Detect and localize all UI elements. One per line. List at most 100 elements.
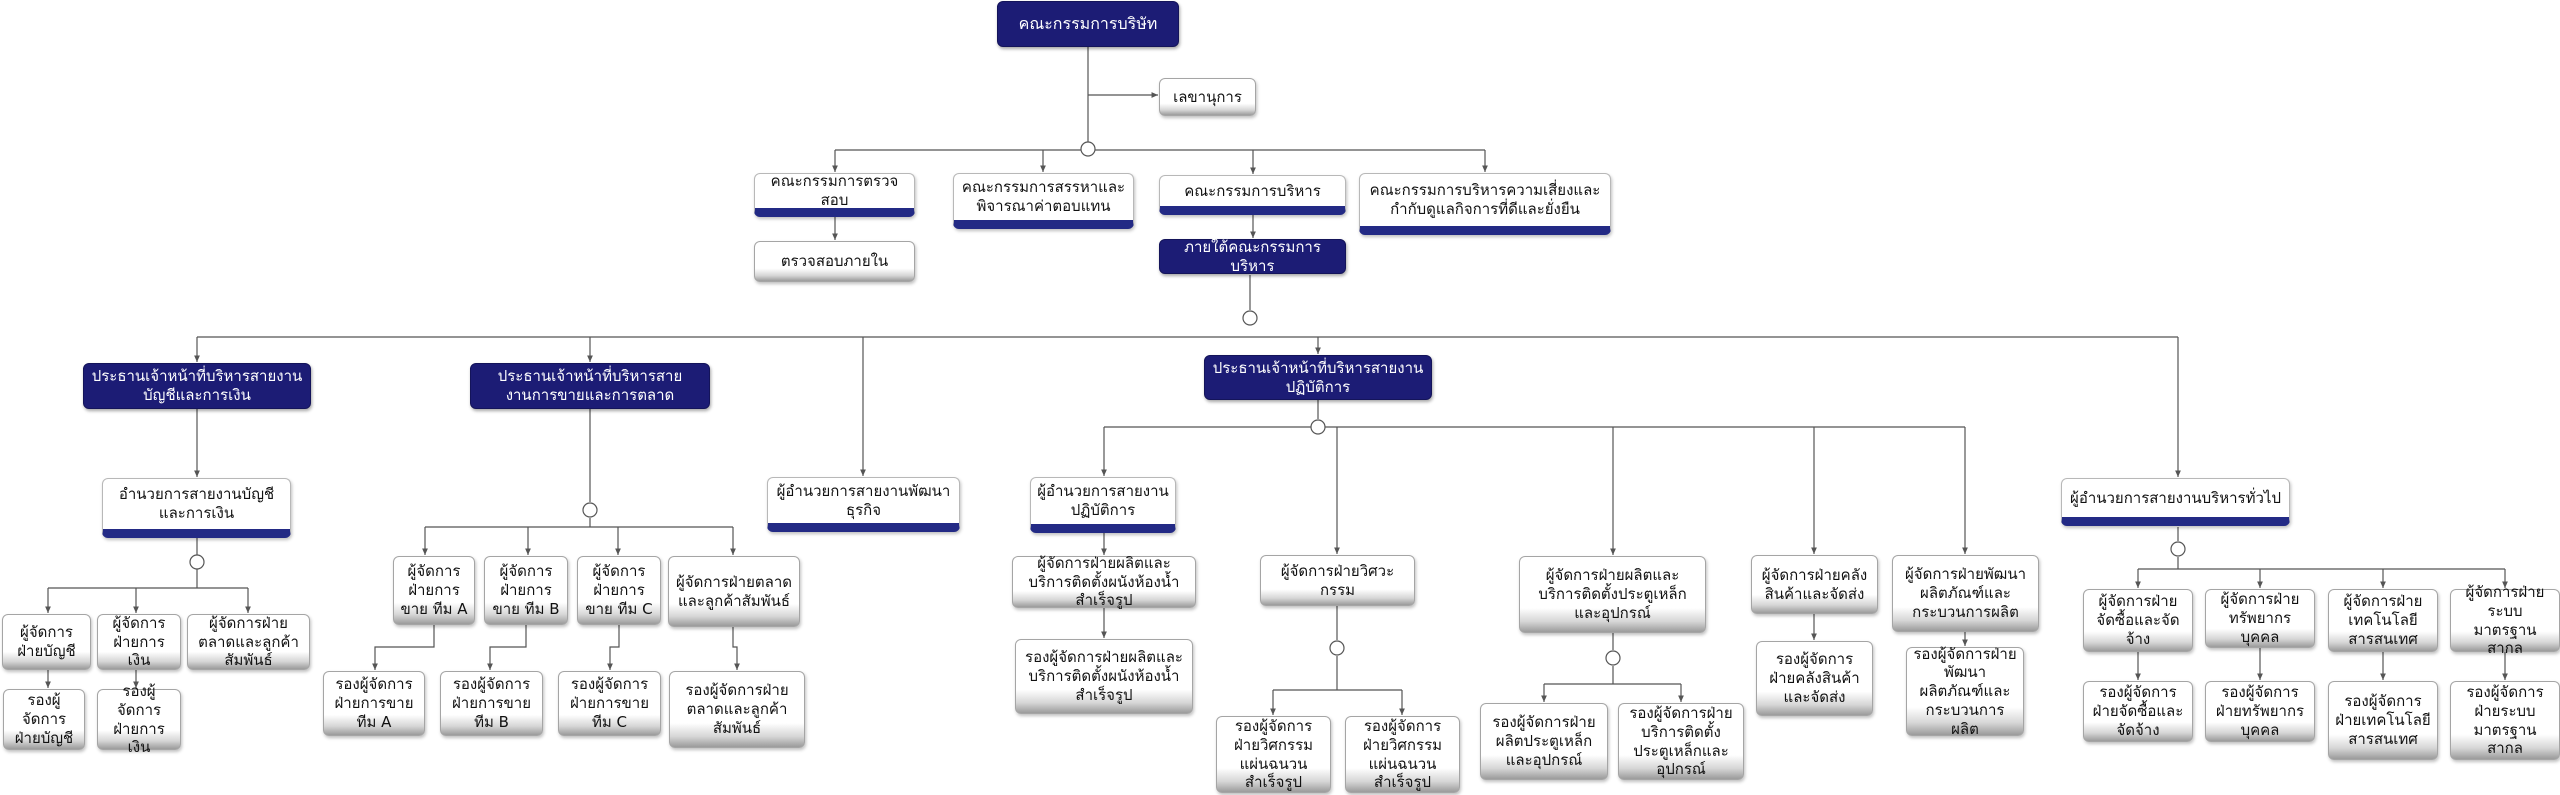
iso-deputy-label: รองผู้จัดการฝ่ายระบบมาตรฐานสากล	[2466, 683, 2544, 758]
audit-committee-label: คณะกรรมการตรวจสอบ	[770, 172, 899, 209]
sales-team-b-manager-label: ผู้จัดการฝ่ายการขาย ทีม B	[492, 562, 560, 618]
finance-director-box[interactable]: อำนวยการสายงานบัญชีและการเงิน	[102, 478, 291, 538]
junction-node	[1605, 650, 1621, 666]
accounting-deputy-label: รองผู้จัดการฝ่ายบัญชี	[14, 691, 74, 747]
sales-team-a-manager-label: ผู้จัดการฝ่ายการขาย ทีม A	[400, 562, 468, 618]
bathroom-wall-deputy-box[interactable]: รองผู้จัดการฝ่ายผลิตและบริการติดตั้งผนัง…	[1015, 639, 1193, 714]
warehouse-deputy-box[interactable]: รองผู้จัดการฝ่ายคลังสินค้าและจัดส่ง	[1756, 641, 1873, 716]
marketing-deputy-label: รองผู้จัดการฝ่ายตลาดและลูกค้าสัมพันธ์	[685, 681, 789, 737]
board-of-directors-box[interactable]: คณะกรรมการบริษัท	[997, 1, 1179, 47]
procurement-deputy-box[interactable]: รองผู้จัดการฝ่ายจัดซื้อและจัดจ้าง	[2083, 681, 2193, 742]
coo-label: ประธานเจ้าหน้าที่บริหารสายงานปฏิบัติการ	[1212, 358, 1424, 396]
hr-deputy-label: รองผู้จัดการฝ่ายทรัพยากรบุคคล	[2215, 683, 2305, 739]
cfo-box[interactable]: ประธานเจ้าหน้าที่บริหารสายงานบัญชีและการ…	[83, 363, 311, 409]
junction-node	[582, 502, 598, 518]
general-admin-director-label: ผู้อำนวยการสายงานบริหารทั่วไป	[2070, 488, 2281, 507]
secretary-label: เลขานุการ	[1173, 87, 1242, 106]
finance-deputy-box[interactable]: รองผู้จัดการฝ่ายการเงิน	[97, 682, 181, 756]
steel-door-production-deputy-label: รองผู้จัดการฝ่ายผลิตประตูเหล็กและอุปกรณ์	[1492, 713, 1596, 769]
internal-audit-box[interactable]: ตรวจสอบภายใน	[754, 241, 915, 282]
sales-team-b-deputy-box[interactable]: รองผู้จัดการฝ่ายการขาย ทีม B	[440, 671, 543, 736]
junction-node	[1080, 141, 1096, 157]
hr-manager-box[interactable]: ผู้จัดการฝ่ายทรัพยากรบุคคล	[2205, 589, 2315, 648]
warehouse-manager-label: ผู้จัดการฝ่ายคลังสินค้าและจัดส่ง	[1761, 565, 1868, 603]
procurement-deputy-label: รองผู้จัดการฝ่ายจัดซื้อและจัดจ้าง	[2092, 683, 2184, 739]
hr-deputy-box[interactable]: รองผู้จัดการฝ่ายทรัพยากรบุคคล	[2205, 681, 2315, 742]
iso-manager-box[interactable]: ผู้จัดการฝ่ายระบบมาตรฐานสากล	[2450, 583, 2560, 657]
engineering-manager-box[interactable]: ผู้จัดการฝ่ายวิศวะกรรม	[1260, 555, 1415, 606]
finance-director-label: อำนวยการสายงานบัญชีและการเงิน	[118, 485, 275, 522]
it-deputy-box[interactable]: รองผู้จัดการฝ่ายเทคโนโลยีสารสนเทศ	[2328, 681, 2438, 760]
accounting-deputy-box[interactable]: รองผู้จัดการฝ่ายบัญชี	[3, 689, 85, 750]
crm-manager-finance-box[interactable]: ผู้จัดการฝ่ายตลาดและลูกค้าสัมพันธ์	[187, 614, 310, 670]
accounting-manager-box[interactable]: ผู้จัดการฝ่ายบัญชี	[2, 614, 91, 670]
cfo-label: ประธานเจ้าหน้าที่บริหารสายงานบัญชีและการ…	[91, 367, 303, 404]
nomination-committee-box[interactable]: คณะกรรมการสรรหาและพิจารณาค่าตอบแทน	[953, 173, 1134, 229]
nomination-committee-label: คณะกรรมการสรรหาและพิจารณาค่าตอบแทน	[961, 178, 1126, 215]
it-deputy-label: รองผู้จัดการฝ่ายเทคโนโลยีสารสนเทศ	[2335, 692, 2431, 748]
warehouse-manager-box[interactable]: ผู้จัดการฝ่ายคลังสินค้าและจัดส่ง	[1751, 555, 1878, 614]
sales-team-c-manager-box[interactable]: ผู้จัดการฝ่ายการขาย ทีม C	[577, 556, 661, 625]
finance-manager-box[interactable]: ผู้จัดการฝ่ายการเงิน	[97, 614, 181, 670]
general-admin-director-box[interactable]: ผู้อำนวยการสายงานบริหารทั่วไป	[2061, 478, 2290, 526]
risk-committee-box[interactable]: คณะกรรมการบริหารความเสี่ยงและกำกับดูแลกิ…	[1359, 173, 1611, 235]
steel-door-manager-box[interactable]: ผู้จัดการฝ่ายผลิตและบริการติดตั้งประตูเห…	[1519, 556, 1706, 633]
it-manager-label: ผู้จัดการฝ่ายเทคโนโลยีสารสนเทศ	[2343, 592, 2423, 648]
bathroom-wall-manager-label: ผู้จัดการฝ่ายผลิตและบริการติดตั้งผนังห้อ…	[1028, 553, 1180, 610]
risk-committee-label: คณะกรรมการบริหารความเสี่ยงและกำกับดูแลกิ…	[1369, 181, 1601, 218]
steel-door-manager-label: ผู้จัดการฝ่ายผลิตและบริการติดตั้งประตูเห…	[1538, 566, 1687, 622]
steel-door-installation-deputy-box[interactable]: รองผู้จัดการฝ่ายบริการติดตั้งประตูเหล็กแ…	[1618, 703, 1744, 780]
product-development-manager-box[interactable]: ผู้จัดการฝ่ายพัฒนาผลิตภัณฑ์และกระบวนการผ…	[1892, 555, 2039, 632]
engineering-deputy-2-label: รองผู้จัดการฝ่ายวิศกรรมแผ่นฉนวนสำเร็จรูป	[1362, 717, 1443, 792]
cso-box[interactable]: ประธานเจ้าหน้าที่บริหารสายงานการขายและกา…	[470, 363, 710, 409]
steel-door-production-deputy-box[interactable]: รองผู้จัดการฝ่ายผลิตประตูเหล็กและอุปกรณ์	[1480, 703, 1608, 780]
bathroom-wall-manager-box[interactable]: ผู้จัดการฝ่ายผลิตและบริการติดตั้งผนังห้อ…	[1012, 553, 1196, 610]
finance-manager-label: ผู้จัดการฝ่ายการเงิน	[112, 613, 166, 670]
marketing-manager-box[interactable]: ผู้จัดการฝ่ายตลาดและลูกค้าสัมพันธ์	[668, 556, 800, 627]
sales-team-a-manager-box[interactable]: ผู้จัดการฝ่ายการขาย ทีม A	[393, 556, 475, 625]
sales-team-c-deputy-label: รองผู้จัดการฝ่ายการขาย ทีม C	[569, 675, 650, 731]
product-development-manager-label: ผู้จัดการฝ่ายพัฒนาผลิตภัณฑ์และกระบวนการผ…	[1905, 565, 2026, 621]
executive-committee-box[interactable]: คณะกรรมการบริหาร	[1159, 175, 1346, 215]
engineering-deputy-1-label: รองผู้จัดการฝ่ายวิศกรรมแผ่นฉนวนสำเร็จรูป	[1233, 717, 1314, 792]
operations-director-box[interactable]: ผู้อำนวยการสายงานปฏิบัติการ	[1030, 477, 1176, 533]
procurement-manager-label: ผู้จัดการฝ่ายจัดซื้อและจัดจ้าง	[2096, 592, 2180, 648]
sales-team-c-manager-label: ผู้จัดการฝ่ายการขาย ทีม C	[585, 562, 653, 618]
junction-node	[189, 554, 205, 570]
operations-director-label: ผู้อำนวยการสายงานปฏิบัติการ	[1037, 482, 1169, 519]
business-development-director-label: ผู้อำนวยการสายงานพัฒนาธุรกิจ	[776, 481, 951, 519]
executive-committee-label: คณะกรรมการบริหาร	[1184, 181, 1321, 200]
steel-door-installation-deputy-label: รองผู้จัดการฝ่ายบริการติดตั้งประตูเหล็กแ…	[1629, 704, 1733, 779]
sales-team-a-deputy-box[interactable]: รองผู้จัดการฝ่ายการขาย ทีม A	[323, 671, 425, 736]
sales-team-c-deputy-box[interactable]: รองผู้จัดการฝ่ายการขาย ทีม C	[558, 671, 661, 736]
under-executive-committee-box[interactable]: ภายใต้คณะกรรมการบริหาร	[1159, 238, 1346, 275]
secretary-box[interactable]: เลขานุการ	[1159, 78, 1256, 116]
junction-node	[2170, 541, 2186, 557]
procurement-manager-box[interactable]: ผู้จัดการฝ่ายจัดซื้อและจัดจ้าง	[2083, 589, 2193, 652]
iso-manager-label: ผู้จัดการฝ่ายระบบมาตรฐานสากล	[2465, 583, 2545, 658]
product-development-deputy-label: รองผู้จัดการฝ่ายพัฒนาผลิตภัณฑ์และกระบวนก…	[1913, 644, 2017, 738]
marketing-deputy-box[interactable]: รองผู้จัดการฝ่ายตลาดและลูกค้าสัมพันธ์	[669, 671, 805, 748]
engineering-deputy-1-box[interactable]: รองผู้จัดการฝ่ายวิศกรรมแผ่นฉนวนสำเร็จรูป	[1216, 716, 1331, 793]
hr-manager-label: ผู้จัดการฝ่ายทรัพยากรบุคคล	[2220, 590, 2300, 646]
audit-committee-box[interactable]: คณะกรรมการตรวจสอบ	[754, 172, 915, 217]
finance-deputy-label: รองผู้จัดการฝ่ายการเงิน	[113, 682, 165, 757]
bathroom-wall-deputy-label: รองผู้จัดการฝ่ายผลิตและบริการติดตั้งผนัง…	[1025, 648, 1183, 704]
junction-node	[1329, 640, 1345, 656]
it-manager-box[interactable]: ผู้จัดการฝ่ายเทคโนโลยีสารสนเทศ	[2328, 589, 2438, 652]
marketing-manager-label: ผู้จัดการฝ่ายตลาดและลูกค้าสัมพันธ์	[676, 572, 792, 610]
iso-deputy-box[interactable]: รองผู้จัดการฝ่ายระบบมาตรฐานสากล	[2450, 681, 2560, 760]
engineering-manager-label: ผู้จัดการฝ่ายวิศวะกรรม	[1280, 561, 1395, 599]
junction-node	[1310, 419, 1326, 435]
business-development-director-box[interactable]: ผู้อำนวยการสายงานพัฒนาธุรกิจ	[767, 477, 960, 532]
coo-box[interactable]: ประธานเจ้าหน้าที่บริหารสายงานปฏิบัติการ	[1204, 355, 1432, 400]
sales-team-b-deputy-label: รองผู้จัดการฝ่ายการขาย ทีม B	[451, 675, 532, 731]
engineering-deputy-2-box[interactable]: รองผู้จัดการฝ่ายวิศกรรมแผ่นฉนวนสำเร็จรูป	[1345, 716, 1460, 793]
cso-label: ประธานเจ้าหน้าที่บริหารสายงานการขายและกา…	[497, 367, 683, 404]
sales-team-b-manager-box[interactable]: ผู้จัดการฝ่ายการขาย ทีม B	[484, 556, 568, 625]
warehouse-deputy-label: รองผู้จัดการฝ่ายคลังสินค้าและจัดส่ง	[1769, 650, 1860, 706]
crm-manager-finance-label: ผู้จัดการฝ่ายตลาดและลูกค้าสัมพันธ์	[198, 613, 299, 670]
product-development-deputy-box[interactable]: รองผู้จัดการฝ่ายพัฒนาผลิตภัณฑ์และกระบวนก…	[1906, 644, 2024, 738]
accounting-manager-label: ผู้จัดการฝ่ายบัญชี	[17, 623, 76, 660]
